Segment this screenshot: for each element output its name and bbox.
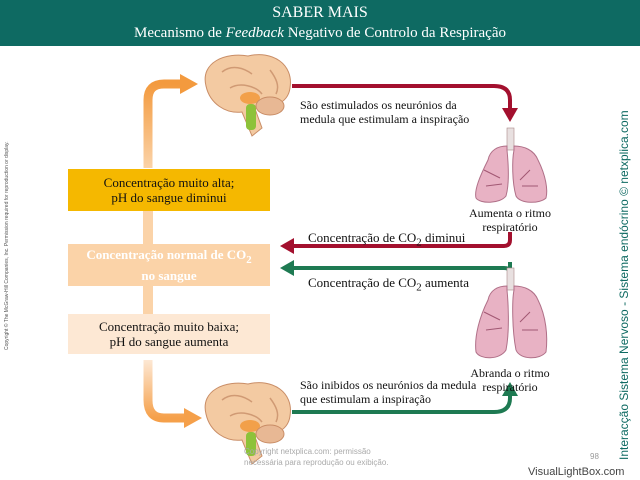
red-arrow-co2-diminui (280, 232, 512, 254)
label-lung-top-line-2: respiratório (482, 220, 538, 234)
red-arrow-to-lungs (292, 84, 518, 122)
box-high-line-2: pH do sangue diminui (111, 190, 227, 205)
connector-normal-low (143, 286, 153, 314)
label-co2-aumenta-pre: Concentração de CO (308, 275, 417, 290)
label-inhibited-line-2: que estimulam a inspiração (300, 392, 431, 406)
label-co2-aumenta: Concentração de CO2 aumenta (308, 275, 469, 296)
box-normal-line-1-sub: 2 (246, 253, 252, 266)
brain-bottom-illustration (204, 382, 291, 465)
box-normal-line-1: Concentração normal de CO2 (68, 247, 270, 268)
box-normal-line-2: no sangue (141, 267, 197, 283)
box-normal-line-1-text: Concentração normal de CO (86, 247, 247, 263)
side-copyright-left: Copyright © The McGraw-Hill Companies, I… (4, 141, 10, 350)
connector-high-normal (143, 211, 153, 244)
watermark: Copyright netxplica.com: permissão neces… (244, 446, 389, 468)
label-lung-top: Aumenta o ritmo respiratório (460, 206, 560, 234)
box-low-concentration: Concentração muito baixa; pH do sangue a… (68, 314, 270, 354)
watermark-line-2: necessária para reprodução ou exibição. (244, 458, 389, 467)
label-co2-diminui: Concentração de CO2 diminui (308, 230, 465, 251)
label-lung-bottom-line-1: Abranda o ritmo (470, 366, 550, 380)
subtitle-part-1: Mecanismo de (134, 25, 226, 41)
header-bar: SABER MAIS Mecanismo de Feedback Negativ… (0, 0, 640, 46)
subtitle-italic: Feedback (225, 25, 284, 41)
box-high-concentration: Concentração muito alta; pH do sangue di… (68, 169, 270, 211)
box-low-line-1: Concentração muito baixa; (98, 319, 240, 334)
box-normal-concentration: Concentração normal de CO2 no sangue (68, 244, 270, 286)
page-subtitle: Mecanismo de Feedback Negativo de Contro… (0, 24, 640, 42)
page-number: 98 (590, 452, 599, 461)
label-stimulated-line-1: São estimulados os neurónios da (300, 98, 457, 112)
label-co2-diminui-sub: 2 (416, 236, 422, 249)
brain-top-illustration (204, 54, 291, 137)
label-co2-aumenta-post: aumenta (421, 275, 470, 290)
label-co2-diminui-post: diminui (421, 230, 466, 245)
box-high-line-1: Concentração muito alta; (103, 175, 235, 190)
lungs-bottom-illustration (475, 267, 548, 359)
label-inhibited: São inibidos os neurónios da medula que … (300, 378, 476, 406)
label-lung-bottom: Abranda o ritmo respiratório (460, 366, 560, 394)
watermark-line-1: Copyright netxplica.com: permissão (244, 447, 371, 456)
site-credit: VisualLightBox.com (528, 466, 625, 478)
orange-arrow-up (143, 74, 198, 168)
green-arrow-co2-aumenta (280, 260, 512, 276)
label-co2-aumenta-sub: 2 (416, 281, 422, 294)
green-arrow-to-lungs (292, 382, 518, 414)
page-title: SABER MAIS (272, 4, 368, 21)
subtitle-part-2: Negativo de Controlo da Respiração (283, 25, 506, 41)
box-low-line-2: pH do sangue aumenta (109, 334, 229, 349)
label-lung-top-line-1: Aumenta o ritmo (469, 206, 551, 220)
label-co2-diminui-pre: Concentração de CO (308, 230, 417, 245)
orange-arrow-down (143, 360, 202, 428)
side-credit-right: Interacção Sistema Nervoso - Sistema end… (617, 110, 631, 460)
label-stimulated-line-2: medula que estimulam a inspiração (300, 112, 470, 126)
label-lung-bottom-line-2: respiratório (482, 380, 538, 394)
lungs-top-illustration (475, 127, 548, 203)
label-inhibited-line-1: São inibidos os neurónios da medula (300, 378, 477, 392)
label-stimulated: São estimulados os neurónios da medula q… (300, 98, 469, 126)
